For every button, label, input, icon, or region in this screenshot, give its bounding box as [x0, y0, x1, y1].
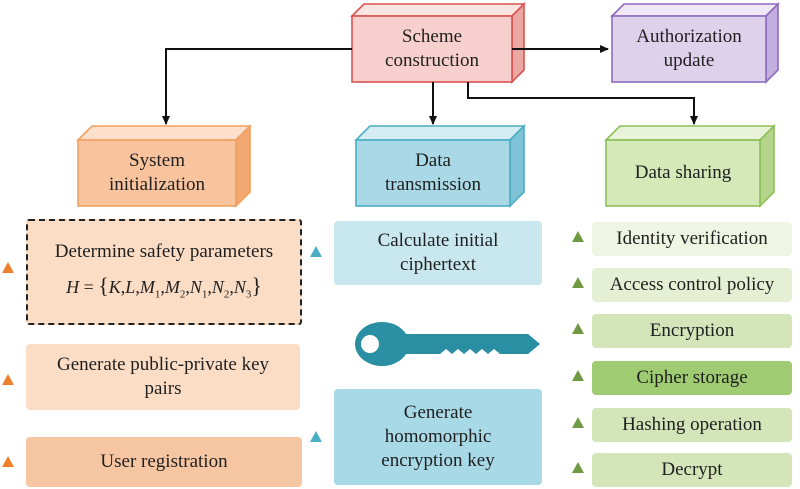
share-item-decrypt: Decrypt: [592, 453, 792, 487]
init-label-line1: System: [129, 150, 185, 171]
share-item-text: Hashing operation: [622, 414, 762, 435]
share-item-text: Cipher storage: [636, 367, 748, 388]
auth-label-line2: update: [663, 50, 715, 71]
share-item-cipher-storage: Cipher storage: [592, 361, 792, 395]
data-transmission-box: [354, 124, 526, 208]
data-sharing-label: Data sharing: [606, 140, 760, 206]
blue-triangle-icon: [310, 431, 322, 442]
init-label-line2: initialization: [108, 174, 206, 195]
scheme-construction-box: [350, 2, 526, 84]
safety-formula: H = {K,L,M1,M2,N1,N2,N3}: [66, 272, 262, 301]
orange-triangle-icon: [2, 262, 14, 273]
share-item-text: Encryption: [649, 320, 735, 341]
system-initialization-box: [76, 124, 252, 208]
green-triangle-icon: [572, 277, 584, 288]
key-icon: [355, 322, 540, 366]
key-pairs-line1: Generate public-private key: [56, 354, 270, 375]
user-registration-text: User registration: [100, 451, 228, 472]
key-pairs-line2: pairs: [144, 378, 182, 399]
blue-triangle-icon: [310, 246, 322, 257]
green-triangle-icon: [572, 370, 584, 381]
authorization-update-box: [610, 2, 780, 84]
data-sharing-box: [604, 124, 776, 208]
auth-label-line1: Authorization: [636, 26, 742, 47]
ciphertext-line2: ciphertext: [400, 254, 476, 275]
homo-line1: Generate: [403, 402, 473, 423]
share-item-text: Decrypt: [661, 459, 723, 480]
scheme-label-line2: construction: [385, 50, 479, 71]
user-registration-box: User registration: [26, 437, 302, 487]
connectors: [162, 45, 698, 125]
share-item-hashing-operation: Hashing operation: [592, 408, 792, 442]
authorization-update-label: Authorization update: [612, 16, 766, 82]
homo-line3: encryption key: [381, 450, 495, 471]
safety-parameters-text: Determine safety parameters: [54, 240, 274, 262]
green-triangle-icon: [572, 231, 584, 242]
share-item-access-control-policy: Access control policy: [592, 268, 792, 302]
share-item-identity-verification: Identity verification: [592, 222, 792, 256]
green-triangle-icon: [572, 417, 584, 428]
homo-line2: homomorphic: [384, 426, 492, 447]
share-item-text: Access control policy: [609, 274, 775, 295]
key-pairs-box: Generate public-private key pairs: [26, 344, 300, 410]
ciphertext-line1: Calculate initial: [377, 230, 499, 251]
orange-triangle-icon: [2, 374, 14, 385]
orange-triangle-icon: [2, 456, 14, 467]
trans-label-line1: Data: [415, 150, 451, 171]
scheme-label-line1: Scheme: [401, 26, 463, 47]
share-item-text: Identity verification: [616, 228, 768, 249]
share-label-line1: Data sharing: [634, 162, 732, 183]
share-item-encryption: Encryption: [592, 314, 792, 348]
initial-ciphertext-box: Calculate initial ciphertext: [334, 221, 542, 285]
homomorphic-key-box: Generate homomorphic encryption key: [334, 389, 542, 485]
scheme-construction-label: Scheme construction: [352, 16, 512, 82]
trans-label-line2: transmission: [384, 174, 482, 195]
system-initialization-label: System initialization: [78, 140, 236, 206]
green-triangle-icon: [572, 462, 584, 473]
green-triangle-icon: [572, 323, 584, 334]
safety-parameters-box: Determine safety parameters H = {K,L,M1,…: [26, 219, 302, 325]
data-transmission-label: Data transmission: [356, 140, 510, 206]
